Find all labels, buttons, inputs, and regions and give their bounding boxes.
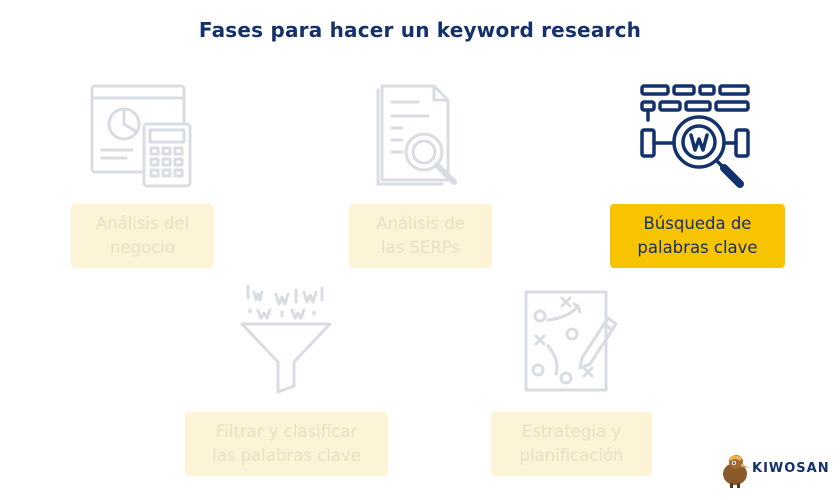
keyword-magnifier-icon xyxy=(640,84,750,188)
diagram-title: Fases para hacer un keyword research xyxy=(198,18,642,42)
phase-label: Análisis de las SERPs xyxy=(349,204,492,268)
phase-label: Búsqueda de palabras clave xyxy=(610,204,785,268)
calculator-report-icon xyxy=(90,84,192,188)
phase-label: Filtrar y clasificar las palabras clave xyxy=(185,412,388,476)
kiwi-bird-logo-icon xyxy=(723,455,750,488)
brand-name: KIWOSAN xyxy=(752,461,830,476)
phase-label: Análisis del negocio xyxy=(71,204,214,268)
brand-logo: KIWOSAN xyxy=(718,452,836,488)
document-search-icon xyxy=(376,84,457,186)
funnel-filter-icon xyxy=(240,284,332,394)
phase-label: Estrategia y planificación xyxy=(491,412,652,476)
strategy-plan-icon xyxy=(524,290,618,392)
